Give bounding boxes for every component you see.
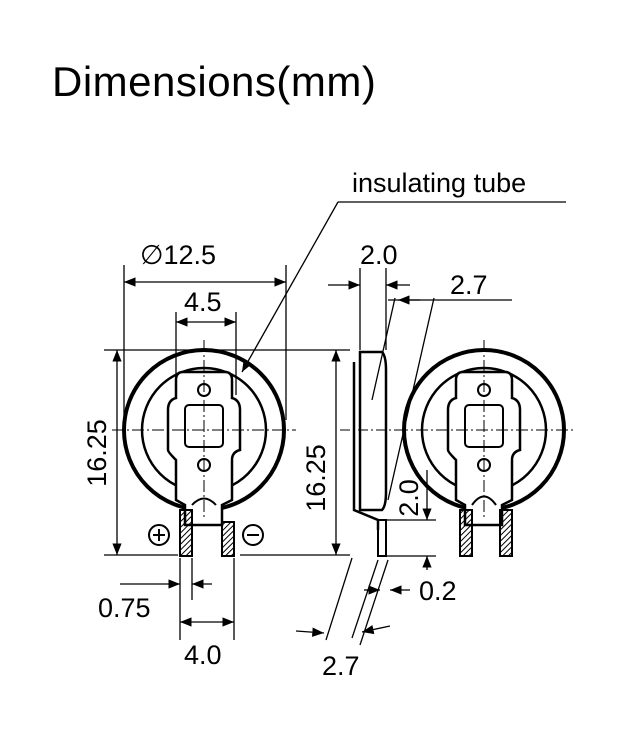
label-offset-bottom: 2.7 <box>322 651 360 681</box>
front-dimension-lines <box>104 265 350 640</box>
label-height-mid: 16.25 <box>301 444 331 512</box>
side-view <box>340 350 400 557</box>
front-pin-negative <box>221 521 235 557</box>
label-offset-top: 2.7 <box>450 270 488 300</box>
side-body <box>358 350 388 512</box>
front-view <box>112 340 296 557</box>
polarity-negative-symbol <box>242 524 264 546</box>
label-pin-thickness: 0.2 <box>419 576 457 606</box>
label-pin-width: 0.75 <box>98 593 151 623</box>
label-pin-height: 2.0 <box>394 479 424 517</box>
rear-pin-right <box>499 509 513 557</box>
label-tab-width: 4.5 <box>184 287 222 317</box>
side-pin <box>377 519 387 557</box>
polarity-positive-symbol <box>148 524 170 546</box>
front-tab-notch <box>191 497 217 506</box>
page-title: Dimensions(mm) <box>52 58 377 105</box>
label-diameter: ∅12.5 <box>140 240 216 270</box>
rear-view <box>396 340 576 557</box>
side-dimension-lines <box>241 201 566 646</box>
label-pin-pitch: 4.0 <box>184 640 222 670</box>
rear-pin-left <box>459 509 473 557</box>
label-height-left: 16.25 <box>82 419 112 487</box>
front-pin-positive <box>179 509 193 557</box>
label-thickness: 2.0 <box>360 240 398 270</box>
label-insulating-tube: insulating tube <box>352 168 526 198</box>
